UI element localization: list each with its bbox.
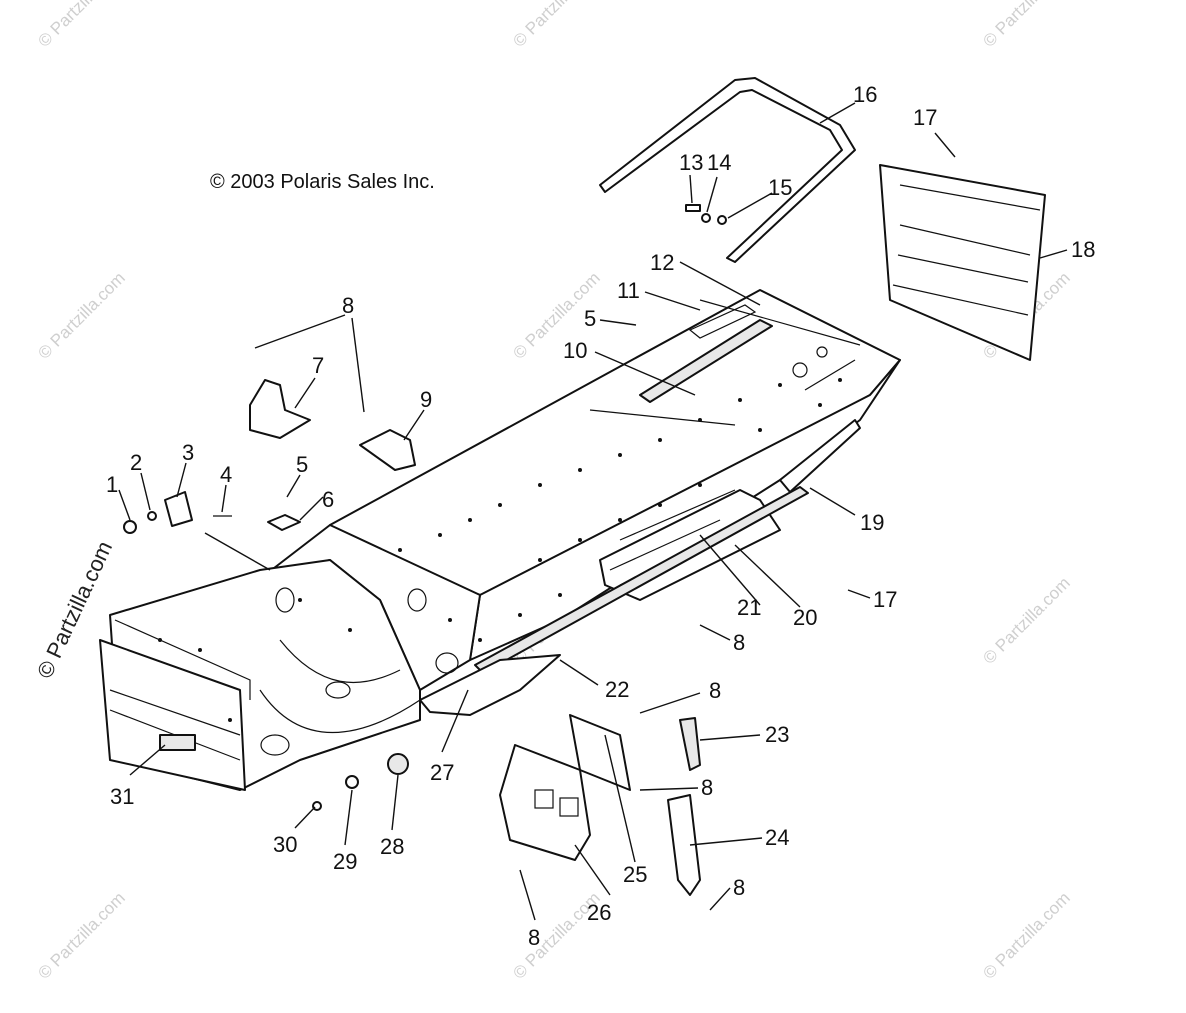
deck-slot-10 [639, 319, 773, 403]
callout-8a: 8 [342, 293, 354, 318]
snow-flap-18 [879, 164, 1046, 361]
callout-2: 2 [130, 450, 142, 475]
grommet-28 [387, 753, 409, 775]
callout-25: 25 [623, 862, 647, 887]
callout-23: 23 [765, 722, 789, 747]
watermark-bottom-left: © Partzilla.com [34, 888, 128, 982]
callout-8b: 8 [733, 630, 745, 655]
bracket-3 [164, 491, 193, 527]
callout-10: 10 [563, 338, 587, 363]
leader-lines [118, 102, 1068, 921]
callout-19: 19 [860, 510, 884, 535]
bolt-13 [685, 204, 701, 212]
chassis-assembly [99, 289, 901, 791]
plug-29 [345, 775, 359, 789]
callout-14: 14 [707, 150, 731, 175]
callout-8c: 8 [709, 678, 721, 703]
callout-8d: 8 [701, 775, 713, 800]
callout-21: 21 [737, 595, 761, 620]
callout-4: 4 [220, 462, 232, 487]
callout-5a: 5 [296, 452, 308, 477]
watermark-top-right: © Partzilla.com [979, 0, 1073, 51]
callout-31: 31 [110, 784, 134, 809]
callout-5b: 5 [584, 306, 596, 331]
bracket-7 [249, 379, 311, 439]
callout-15: 15 [768, 175, 792, 200]
side-rail-19 [779, 419, 861, 493]
callout-8e: 8 [733, 875, 745, 900]
callout-28: 28 [380, 834, 404, 859]
callout-16: 16 [853, 82, 877, 107]
nut-14 [701, 213, 711, 223]
front-bumper [99, 639, 246, 791]
callout-8f: 8 [528, 925, 540, 950]
plate-31 [159, 734, 196, 751]
callout-1: 1 [106, 472, 118, 497]
watermark-top-left: © Partzilla.com [34, 0, 128, 51]
callout-17a: 17 [913, 105, 937, 130]
belly-pan-27 [419, 654, 561, 716]
callout-6: 6 [322, 487, 334, 512]
nut-15 [717, 215, 727, 225]
callout-13: 13 [679, 150, 703, 175]
step-23 [679, 717, 701, 771]
watermark-top-mid: © Partzilla.com [509, 0, 603, 51]
callout-labels: 1 2 3 4 5 6 7 8 9 10 11 5 12 13 14 15 16… [106, 82, 1095, 950]
callout-7: 7 [312, 353, 324, 378]
callout-29: 29 [333, 849, 357, 874]
guard-25 [569, 714, 631, 791]
rivet-holes [158, 378, 842, 722]
callout-17b: 17 [873, 587, 897, 612]
callout-24: 24 [765, 825, 789, 850]
bracket-9 [359, 429, 416, 471]
callout-22: 22 [605, 677, 629, 702]
guard-24 [667, 794, 701, 896]
callout-30: 30 [273, 832, 297, 857]
callout-9: 9 [420, 387, 432, 412]
watermark-mid-left: © Partzilla.com [34, 268, 128, 362]
clip-6 [267, 514, 301, 531]
callout-3: 3 [182, 440, 194, 465]
guard-26 [499, 744, 591, 861]
callout-27: 27 [430, 760, 454, 785]
watermark-bottom-right: © Partzilla.com [979, 888, 1073, 982]
rear-bumper-16 [599, 77, 856, 263]
nut-1 [123, 520, 137, 534]
watermark-lower-right: © Partzilla.com [979, 573, 1073, 667]
callout-12: 12 [650, 250, 674, 275]
callout-18: 18 [1071, 237, 1095, 262]
washer-2 [147, 511, 157, 521]
copyright-text: © 2003 Polaris Sales Inc. [210, 171, 435, 193]
callout-26: 26 [587, 900, 611, 925]
callout-11: 11 [617, 278, 640, 303]
callout-20: 20 [793, 605, 817, 630]
